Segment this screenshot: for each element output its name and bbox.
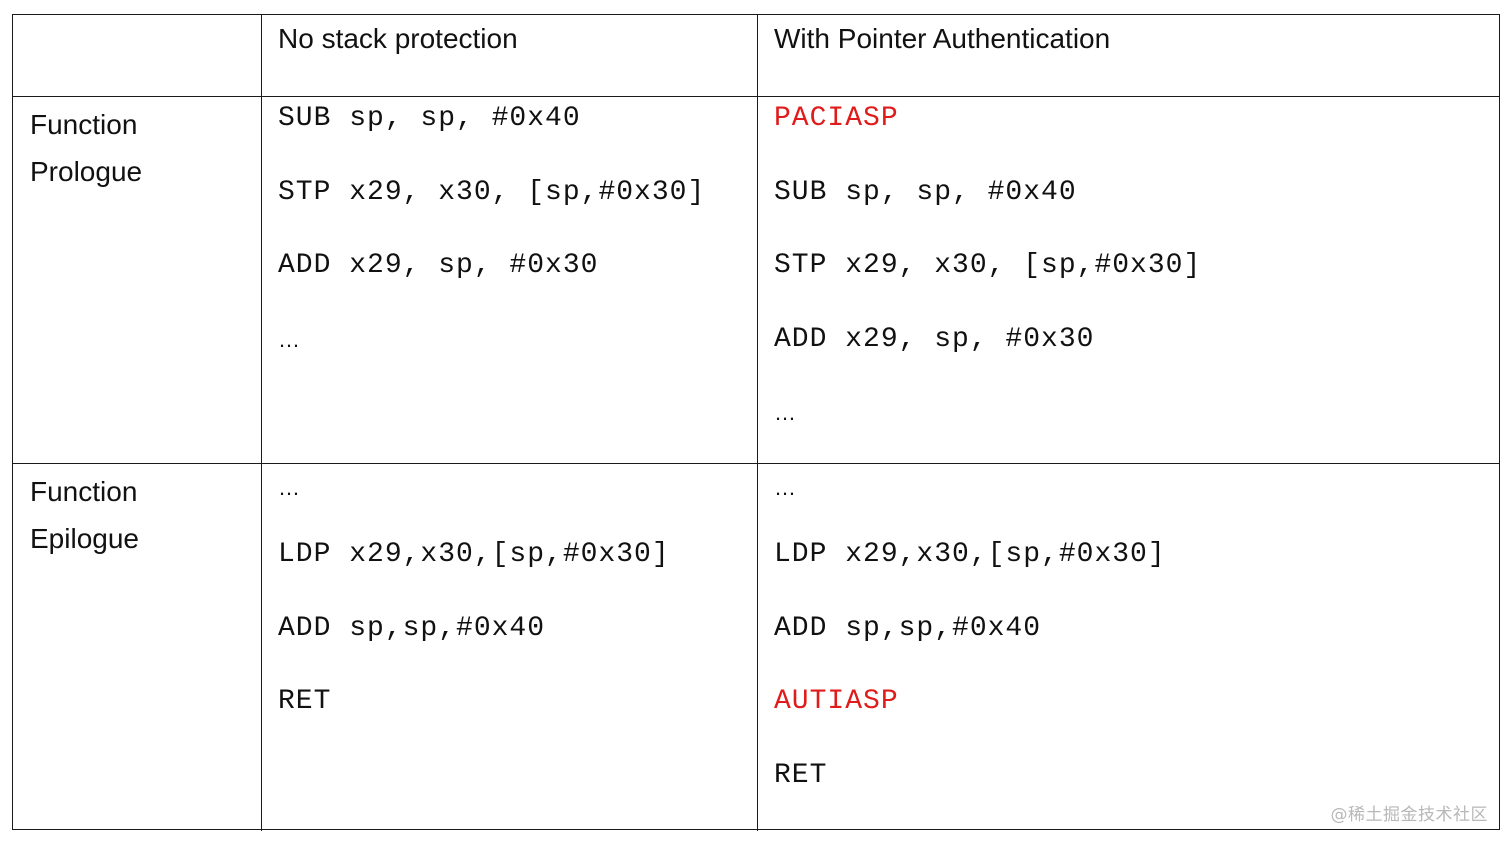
code-line: SUB sp, sp, #0x40 (774, 176, 1077, 208)
code-line: RET (774, 759, 828, 791)
epilogue-pac-cell: … LDP x29,x30,[sp,#0x30] ADD sp,sp,#0x40… (757, 463, 1499, 831)
code-line-ellipsis: … (278, 475, 301, 500)
code-line-ellipsis: … (774, 475, 797, 500)
code-line: ADD sp,sp,#0x40 (774, 612, 1042, 644)
header-pointer-authentication: With Pointer Authentication (757, 15, 1499, 96)
autiasp-instruction: AUTIASP (774, 686, 899, 717)
code-line: STP x29, x30, [sp,#0x30] (774, 250, 1202, 281)
row-label-line: Prologue (30, 156, 143, 187)
header-corner-cell (13, 15, 261, 96)
code-line: ADD x29, sp, #0x30 (774, 323, 1095, 355)
watermark-text: @稀土掘金技术社区 (1330, 805, 1488, 825)
code-line: STP x29, x30, [sp,#0x30] (278, 176, 706, 208)
epilogue-no-protection-cell: … LDP x29,x30,[sp,#0x30] ADD sp,sp,#0x40… (261, 463, 757, 831)
paciasp-instruction: PACIASP (774, 103, 899, 134)
code-line: LDP x29,x30,[sp,#0x30] (774, 539, 1166, 570)
prologue-pac-cell: PACIASP SUB sp, sp, #0x40 STP x29, x30, … (757, 96, 1499, 463)
code-line: ADD sp,sp,#0x40 (278, 612, 546, 644)
code-line: ADD x29, sp, #0x30 (278, 250, 599, 281)
code-line-ellipsis: … (278, 326, 301, 352)
code-line: RET (278, 686, 332, 717)
header-no-stack-protection: No stack protection (261, 15, 757, 96)
comparison-table: No stack protection With Pointer Authent… (12, 14, 1500, 831)
row-label-prologue: Function Prologue (13, 96, 261, 463)
row-label-epilogue: Function Epilogue (13, 463, 261, 831)
row-label-line: Function (30, 109, 138, 140)
code-line-ellipsis: … (774, 400, 797, 425)
prologue-no-protection-cell: SUB sp, sp, #0x40 STP x29, x30, [sp,#0x3… (261, 96, 757, 463)
row-label-line: Epilogue (30, 523, 139, 554)
code-line: SUB sp, sp, #0x40 (278, 103, 581, 134)
row-label-line: Function (30, 476, 138, 507)
code-line: LDP x29,x30,[sp,#0x30] (278, 539, 670, 570)
